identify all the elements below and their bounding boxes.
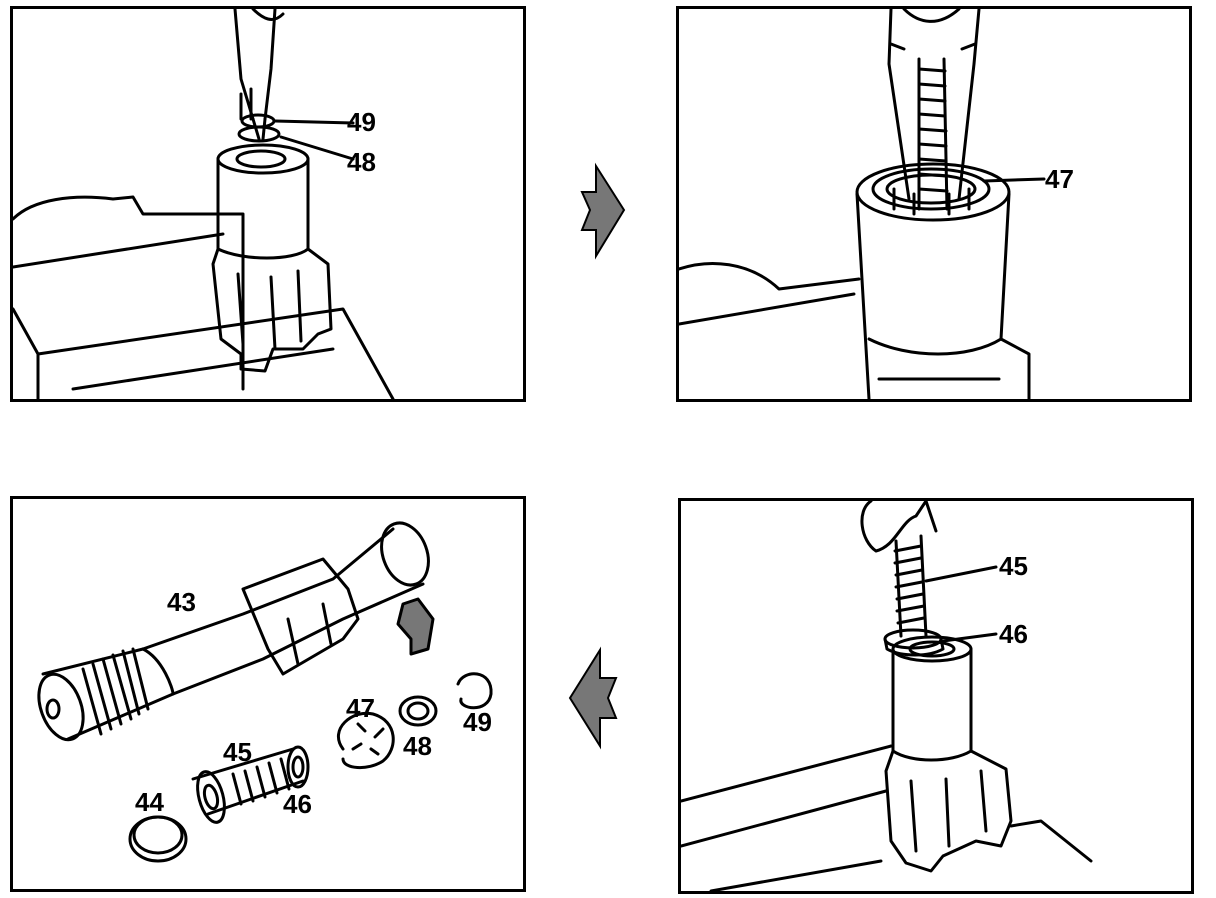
shaft-body xyxy=(216,157,310,260)
spline-gear xyxy=(211,247,333,373)
callout-46: 46 xyxy=(283,789,312,819)
panel-top-right-drawing xyxy=(679,9,1046,399)
callout-48: 48 xyxy=(347,147,376,177)
callout-49: 49 xyxy=(347,107,376,137)
panel-bottom-right-drawing xyxy=(681,501,1093,891)
washer-46-part xyxy=(286,745,310,789)
callout-43: 43 xyxy=(167,587,196,617)
socket-tool xyxy=(860,501,928,553)
panel-top-left: 49 48 xyxy=(10,6,526,402)
shaft-collar xyxy=(241,557,360,676)
circlip-49-part xyxy=(240,113,276,129)
washer-48-part xyxy=(398,695,438,727)
pinion-shaft-43 xyxy=(41,527,395,676)
pliers xyxy=(887,9,981,201)
circlip-47-part xyxy=(336,711,395,769)
callout-49: 49 xyxy=(463,707,492,737)
bolt-45-part xyxy=(894,534,928,638)
housing-block xyxy=(681,744,893,803)
housing-block xyxy=(679,262,861,291)
housing-block xyxy=(13,195,245,391)
panel-bottom-right: 45 46 xyxy=(678,498,1194,894)
spline-gear xyxy=(884,749,1013,873)
assembly-arrow-icon xyxy=(396,597,435,656)
panel-top-left-drawing xyxy=(13,9,395,399)
sequence-arrow-right-icon xyxy=(580,162,626,260)
washer-48-part xyxy=(237,125,281,143)
panel-bottom-left-drawing xyxy=(37,521,493,863)
callout-45: 45 xyxy=(223,737,252,767)
sequence-arrow-left-icon xyxy=(568,646,618,750)
panel-top-right: 47 xyxy=(676,6,1192,402)
callout-47: 47 xyxy=(1045,164,1074,194)
callout-44: 44 xyxy=(135,787,164,817)
callout-48: 48 xyxy=(403,731,432,761)
bolt-threads xyxy=(917,57,949,211)
pliers xyxy=(233,9,277,121)
callout-46: 46 xyxy=(999,619,1028,649)
callout-47: 47 xyxy=(346,693,375,723)
shaft-body xyxy=(891,647,973,753)
shaft-body xyxy=(855,192,1031,399)
circlip-49-part xyxy=(456,672,493,710)
callout-45: 45 xyxy=(999,551,1028,581)
panel-bottom-left: 43 49 48 47 45 46 44 xyxy=(10,496,526,892)
circlip-47-part xyxy=(892,187,971,216)
